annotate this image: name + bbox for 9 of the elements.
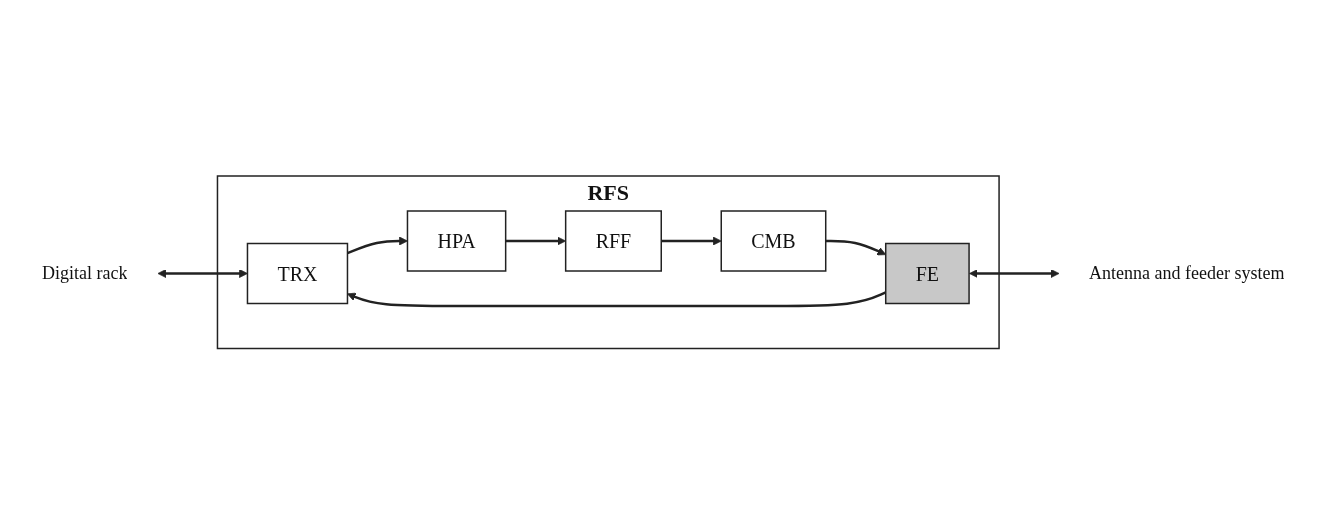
arrow (969, 268, 1060, 278)
node-box: CMB (720, 210, 827, 272)
node-box: HPA (406, 210, 507, 272)
arrow (661, 236, 722, 246)
node-text: Digital rack (42, 262, 128, 283)
node-box: FE (885, 242, 971, 304)
node-box: RFF (565, 210, 663, 272)
node-text: Antenna and feeder system (1089, 262, 1285, 283)
node-box: TRX (246, 242, 349, 304)
